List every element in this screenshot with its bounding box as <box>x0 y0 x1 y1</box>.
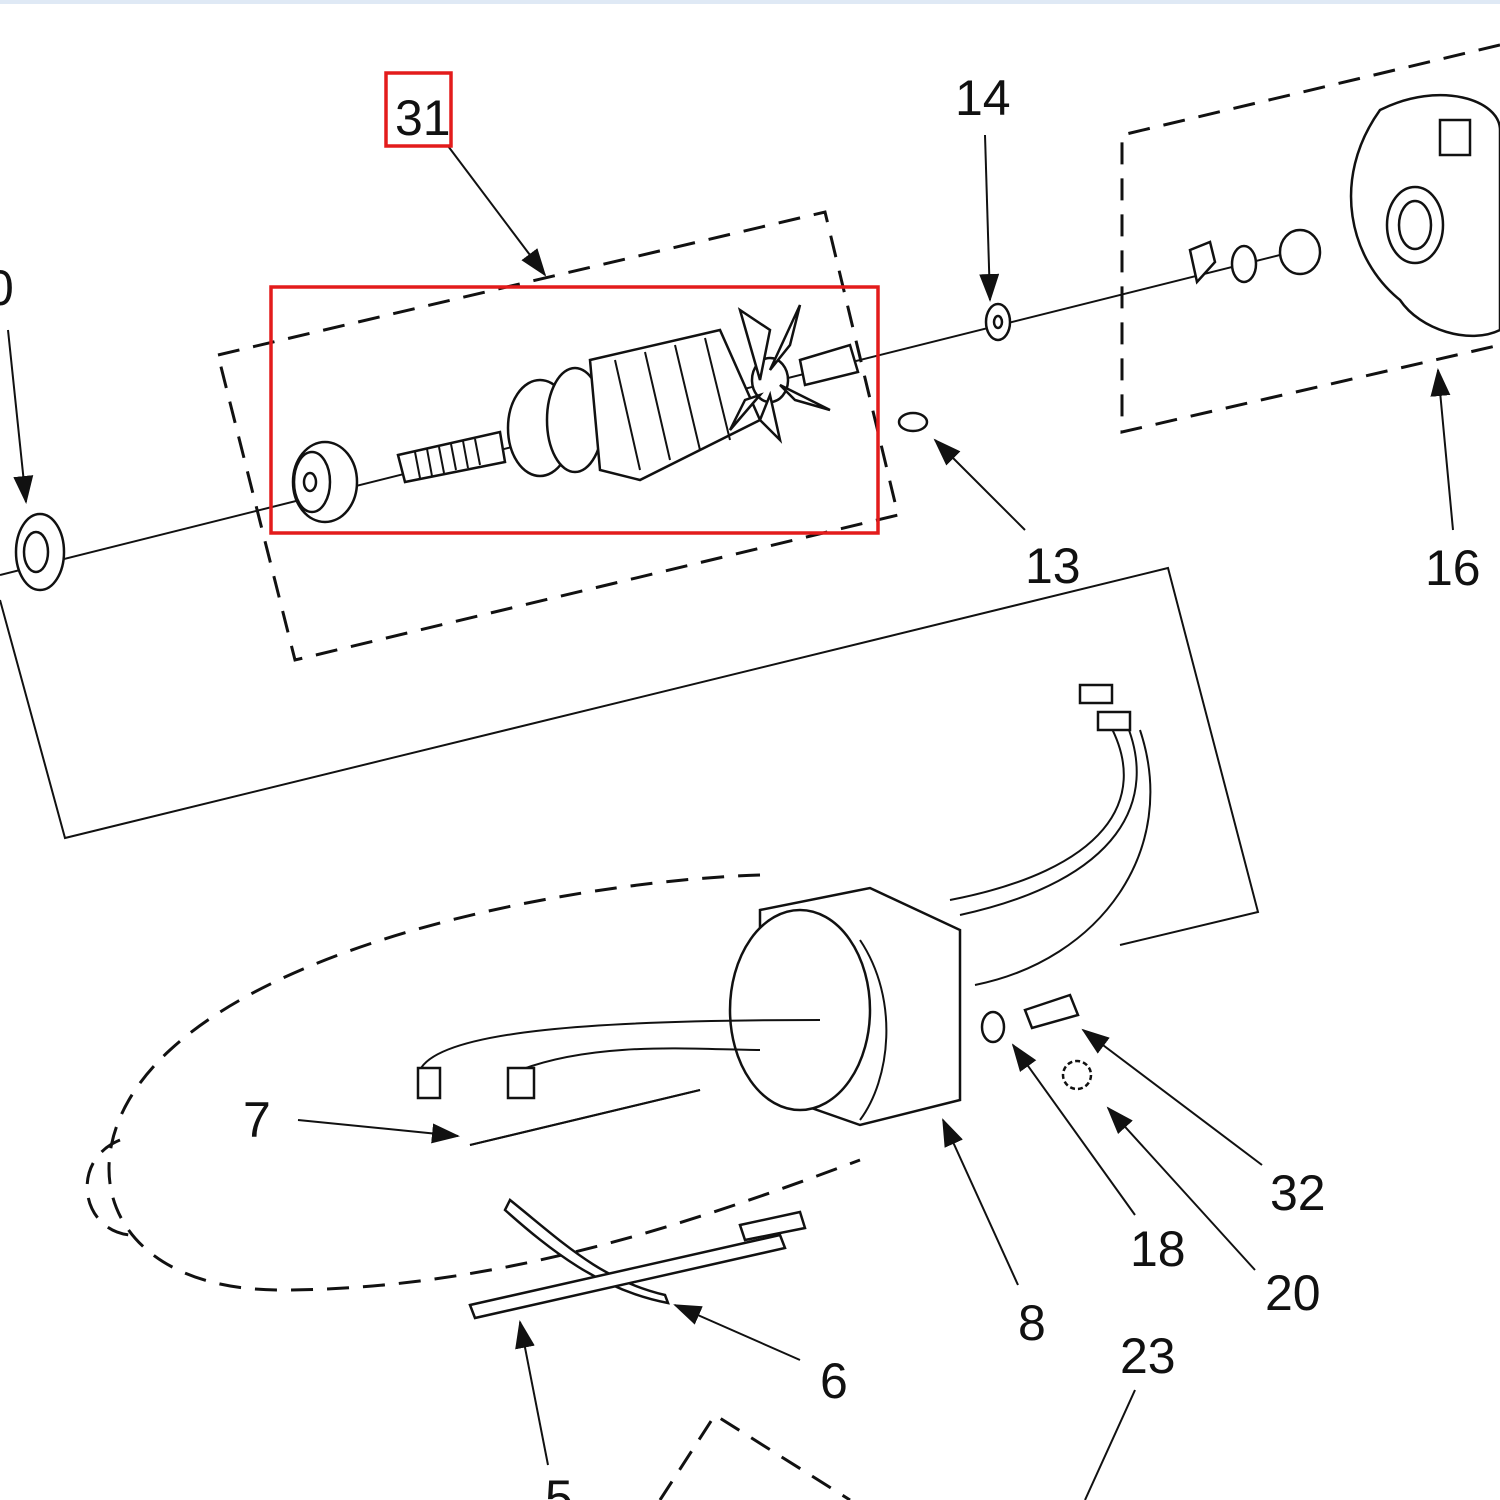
callout-14[interactable]: 14 <box>955 70 1011 126</box>
end-bell-part-16[interactable] <box>1188 94 1500 338</box>
selected-part-highlight <box>269 285 880 535</box>
stator-group-outline <box>0 566 1260 946</box>
armature-part-31[interactable] <box>291 304 860 524</box>
bottom-group-outline <box>658 1412 851 1500</box>
end-bell-group-outline <box>1120 43 1500 434</box>
washer-part-18[interactable] <box>980 1010 1006 1044</box>
part-13[interactable] <box>897 411 929 433</box>
washer-part-14[interactable] <box>984 302 1012 342</box>
selected-label-box <box>384 71 453 148</box>
top-border <box>0 0 1500 4</box>
callout-5[interactable]: 5 <box>545 1470 573 1500</box>
washer-part-10[interactable] <box>14 512 66 592</box>
callout-18[interactable]: 18 <box>1130 1221 1186 1277</box>
bracket-part-5[interactable] <box>468 1210 807 1320</box>
stator-leads <box>949 683 1152 986</box>
gear-part-20[interactable] <box>1061 1059 1093 1091</box>
callout-23[interactable]: 23 <box>1120 1328 1176 1384</box>
leader-lines <box>7 134 1454 1500</box>
housing-outline <box>107 873 861 1292</box>
spacer-part-32[interactable] <box>1023 993 1080 1030</box>
screw-part-7[interactable] <box>469 1089 701 1146</box>
fan-blades <box>728 304 831 444</box>
callout-13[interactable]: 13 <box>1025 538 1081 594</box>
housing-end <box>85 1138 131 1237</box>
callout-32[interactable]: 32 <box>1270 1165 1326 1221</box>
callout-31[interactable]: 31 <box>395 90 451 146</box>
armature-group-outline <box>216 210 900 662</box>
callout-16[interactable]: 16 <box>1425 540 1481 596</box>
callout-20[interactable]: 20 <box>1265 1265 1321 1321</box>
stator-part-8[interactable] <box>416 886 962 1127</box>
callout-7[interactable]: 7 <box>243 1092 271 1148</box>
strap-part-6[interactable] <box>503 1198 670 1305</box>
callout-8[interactable]: 8 <box>1018 1295 1046 1351</box>
callout-6[interactable]: 6 <box>820 1353 848 1409</box>
callout-10[interactable]: 0 <box>0 260 14 316</box>
